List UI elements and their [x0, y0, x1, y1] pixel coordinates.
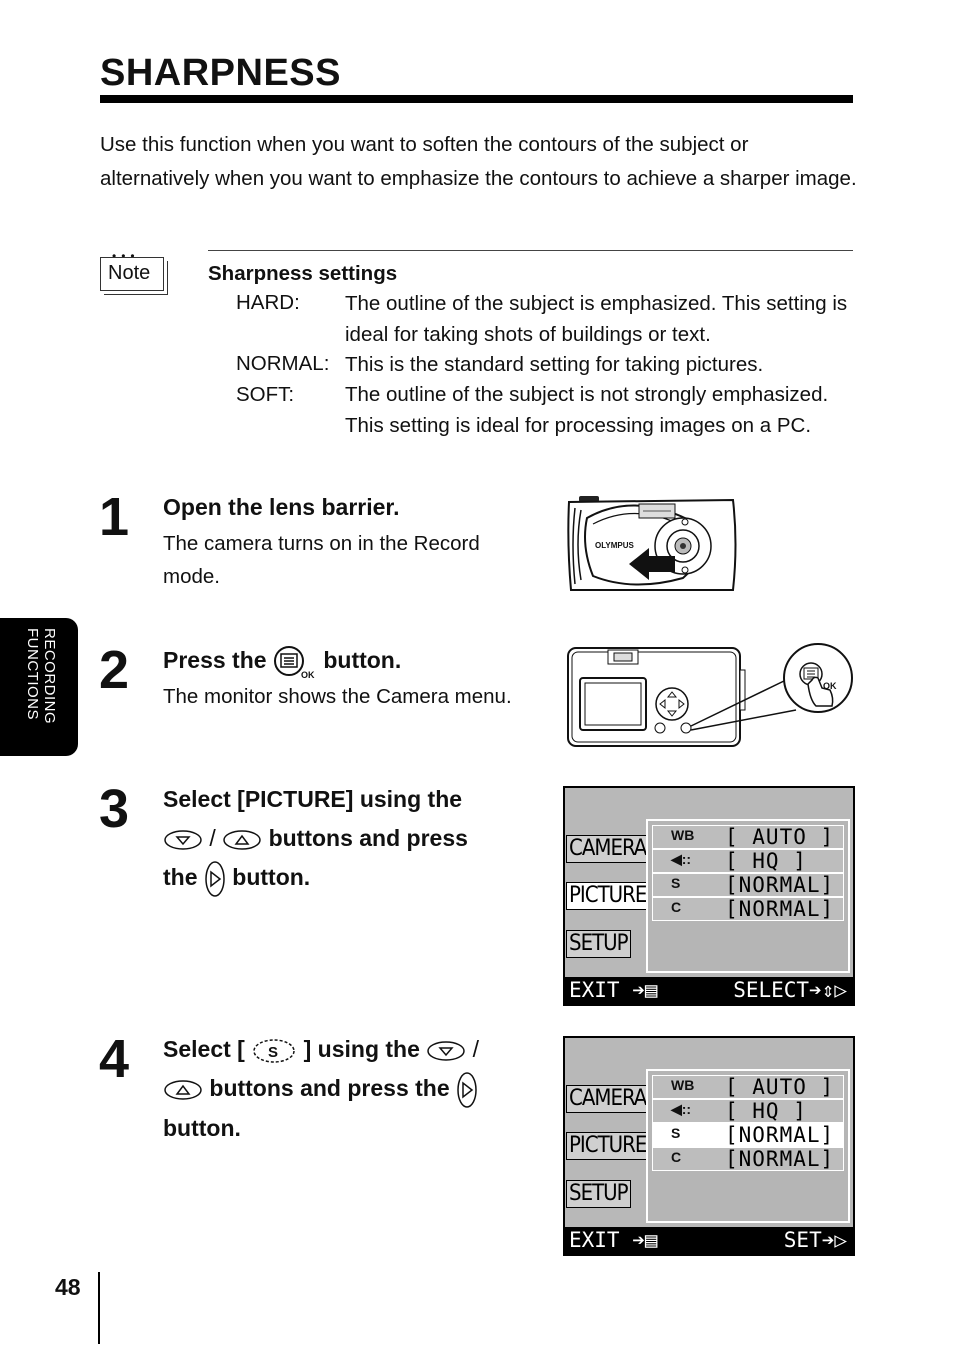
contrast-icon: C: [671, 899, 682, 915]
step-1-title: Open the lens barrier.: [163, 494, 400, 520]
camera-front-illustration: OLYMPUS: [567, 496, 737, 591]
step-number-3: 3: [99, 779, 130, 839]
tab-setup: SETUP: [566, 1180, 631, 1208]
up-button-icon: [164, 1080, 202, 1100]
setting-term-soft: SOFT:: [236, 383, 295, 406]
page-number: 48: [55, 1274, 81, 1300]
exit-hint: EXIT ➔▤: [569, 978, 658, 1002]
lcd-screen-picture-menu: CAMERA PICTURE SETUP WB[ AUTO ] ◀::[ HQ …: [563, 786, 855, 1006]
lcd-screen-sharpness-select: CAMERA PICTURE SETUP WB[ AUTO ] ◀::[ HQ …: [563, 1036, 855, 1256]
tab-camera: CAMERA: [566, 835, 650, 863]
tab-picture: PICTURE: [566, 882, 650, 910]
setting-desc-soft: The outline of the subject is not strong…: [345, 383, 829, 437]
wb-icon: WB: [671, 1077, 695, 1093]
setting-term-normal: NORMAL:: [236, 352, 330, 375]
intro-paragraph: Use this function when you want to softe…: [100, 133, 857, 190]
row-white-balance: WB[ AUTO ]: [652, 1075, 844, 1099]
step-3-title: Select [PICTURE] using the / buttons and…: [163, 780, 543, 898]
step-number-2: 2: [99, 640, 130, 700]
lcd-status-bar: EXIT ➔▤ SET➔▷: [565, 1227, 853, 1254]
row-contrast: C[NORMAL]: [652, 897, 844, 921]
row-sharpness-selected: S[NORMAL]: [652, 1123, 844, 1147]
sharpness-icon: S: [253, 1039, 295, 1063]
tab-camera: CAMERA: [566, 1085, 650, 1113]
down-button-icon: [164, 830, 202, 850]
record-mode-icon: ◀::: [671, 851, 692, 867]
page-title: SHARPNESS: [100, 52, 341, 94]
settings-panel: WB[ AUTO ] ◀::[ HQ ] S[NORMAL] C[NORMAL]: [646, 819, 850, 973]
down-button-icon: [427, 1041, 466, 1061]
page-number-rule: [98, 1272, 100, 1344]
step-number-1: 1: [99, 487, 130, 547]
brand-logo: OLYMPUS: [595, 541, 634, 550]
menu-ok-button-icon: OK: [273, 645, 315, 679]
step-2-title: Press the OK button.: [163, 641, 401, 680]
right-button-icon: [205, 861, 225, 897]
row-record-mode: ◀::[ HQ ]: [652, 1099, 844, 1123]
set-hint: SET➔▷: [783, 1228, 847, 1252]
row-white-balance: WB[ AUTO ]: [652, 825, 844, 849]
svg-text:OK: OK: [823, 681, 837, 691]
contrast-icon: C: [671, 1149, 682, 1165]
section-tab: [0, 618, 78, 756]
note-title: Sharpness settings: [208, 262, 398, 285]
right-button-icon: [457, 1072, 477, 1108]
row-sharpness: S[NORMAL]: [652, 873, 844, 897]
note-rule: [208, 250, 853, 251]
title-rule: [100, 95, 853, 103]
tab-setup: SETUP: [566, 930, 631, 958]
note-label: Note: [108, 262, 151, 284]
note-icon: Note: [100, 257, 164, 291]
record-mode-icon: ◀::: [671, 1101, 692, 1117]
row-contrast: C[NORMAL]: [652, 1147, 844, 1171]
svg-text:OK: OK: [301, 670, 315, 679]
sharpness-icon: S: [671, 875, 681, 891]
setting-desc-normal: This is the standard setting for taking …: [345, 353, 764, 376]
step-number-4: 4: [99, 1029, 130, 1089]
step-1-desc: The camera turns on in the Record mode.: [163, 532, 480, 588]
camera-back-illustration: OK: [567, 643, 853, 747]
row-record-mode: ◀::[ HQ ]: [652, 849, 844, 873]
sharpness-icon: S: [671, 1125, 681, 1141]
settings-panel: WB[ AUTO ] ◀::[ HQ ] S[NORMAL] C[NORMAL]: [646, 1069, 850, 1223]
step-4-title: Select [ S ] using the / buttons and pre…: [163, 1036, 480, 1141]
svg-text:S: S: [268, 1044, 278, 1061]
up-button-icon: [223, 830, 261, 850]
tab-picture: PICTURE: [566, 1132, 650, 1160]
select-hint: SELECT➔⇕▷: [733, 978, 847, 1002]
step-2-desc: The monitor shows the Camera menu.: [163, 685, 512, 708]
exit-hint: EXIT ➔▤: [569, 1228, 658, 1252]
wb-icon: WB: [671, 827, 695, 843]
lcd-status-bar: EXIT ➔▤ SELECT➔⇕▷: [565, 977, 853, 1004]
setting-desc-hard: The outline of the subject is emphasized…: [345, 292, 848, 346]
setting-term-hard: HARD:: [236, 291, 300, 314]
section-tab-label: RECORDING FUNCTIONS: [24, 628, 58, 725]
